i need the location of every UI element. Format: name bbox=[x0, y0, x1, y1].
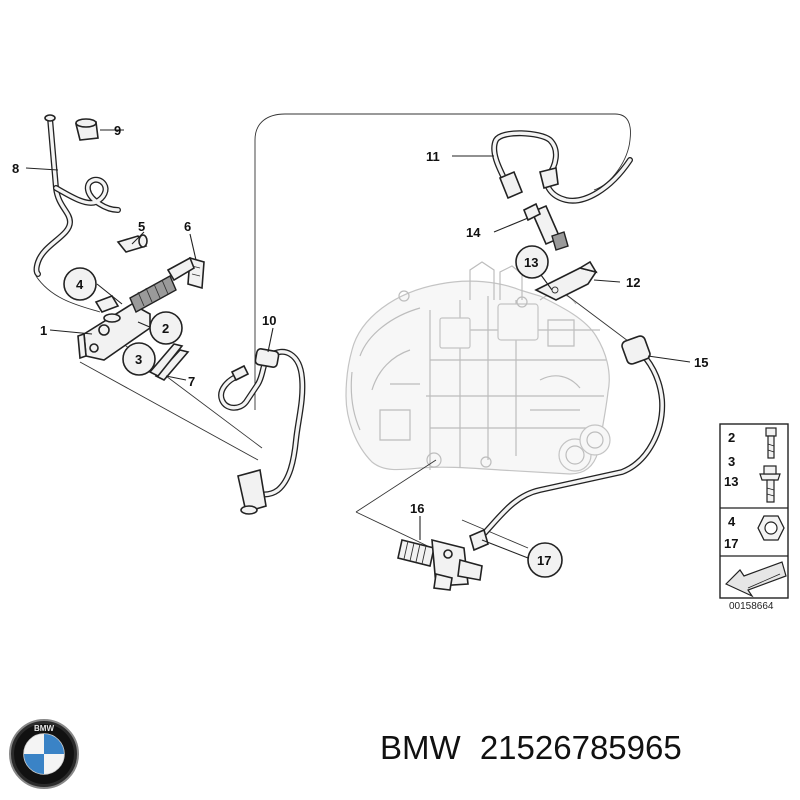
callout-5: 5 bbox=[138, 219, 145, 234]
legend-label-13: 13 bbox=[724, 474, 738, 489]
callout-9: 9 bbox=[114, 123, 121, 138]
legend-label-17: 17 bbox=[724, 536, 738, 551]
legend-label-2: 2 bbox=[728, 430, 735, 445]
part-9-sleeve bbox=[74, 118, 99, 141]
arrow-icon bbox=[724, 561, 787, 598]
callout-1: 1 bbox=[40, 323, 47, 338]
callout-6: 6 bbox=[184, 219, 191, 234]
part-caption: BMW 21526785965 bbox=[380, 728, 790, 768]
bmw-logo-text: BMW bbox=[34, 724, 54, 733]
part-10-pressure-line bbox=[218, 348, 306, 515]
nut-icon bbox=[757, 515, 785, 541]
callout-2: 2 bbox=[162, 321, 169, 336]
callout-7: 7 bbox=[188, 374, 195, 389]
callout-14: 14 bbox=[466, 225, 481, 240]
bolt-icon bbox=[765, 427, 777, 459]
flange-bolt-icon bbox=[759, 465, 781, 503]
callout-11: 11 bbox=[426, 149, 440, 164]
fastener-legend: 2 3 13 4 17 00158664 bbox=[719, 423, 789, 612]
callout-labels: 9 8 5 6 4 1 2 3 7 10 11 14 13 12 15 16 1… bbox=[12, 123, 708, 578]
reservoir-feed-hose bbox=[254, 113, 631, 410]
callout-8: 8 bbox=[12, 161, 19, 176]
part-7-clip bbox=[148, 343, 190, 381]
transmission-housing bbox=[345, 261, 611, 475]
caption-brand: BMW bbox=[380, 729, 461, 766]
callout-12: 12 bbox=[626, 275, 640, 290]
part-16-slave-cylinder bbox=[397, 538, 483, 591]
caption-part-number: 21526785965 bbox=[479, 729, 682, 766]
callout-16: 16 bbox=[410, 501, 424, 516]
legend-label-4: 4 bbox=[728, 514, 736, 529]
callout-13: 13 bbox=[524, 255, 538, 270]
part-15-hose bbox=[469, 335, 666, 552]
part-8-supply-hose bbox=[33, 114, 121, 313]
callout-3: 3 bbox=[135, 352, 142, 367]
legend-label-3: 3 bbox=[728, 454, 735, 469]
diagram-reference-number: 00158664 bbox=[729, 601, 774, 612]
bmw-roundel-icon: BMW bbox=[9, 719, 79, 789]
callout-10: 10 bbox=[262, 313, 276, 328]
part-14-connector bbox=[522, 202, 569, 251]
callout-17: 17 bbox=[537, 553, 551, 568]
callout-4: 4 bbox=[76, 277, 84, 292]
callout-15: 15 bbox=[694, 355, 708, 370]
part-11-line bbox=[491, 130, 633, 204]
